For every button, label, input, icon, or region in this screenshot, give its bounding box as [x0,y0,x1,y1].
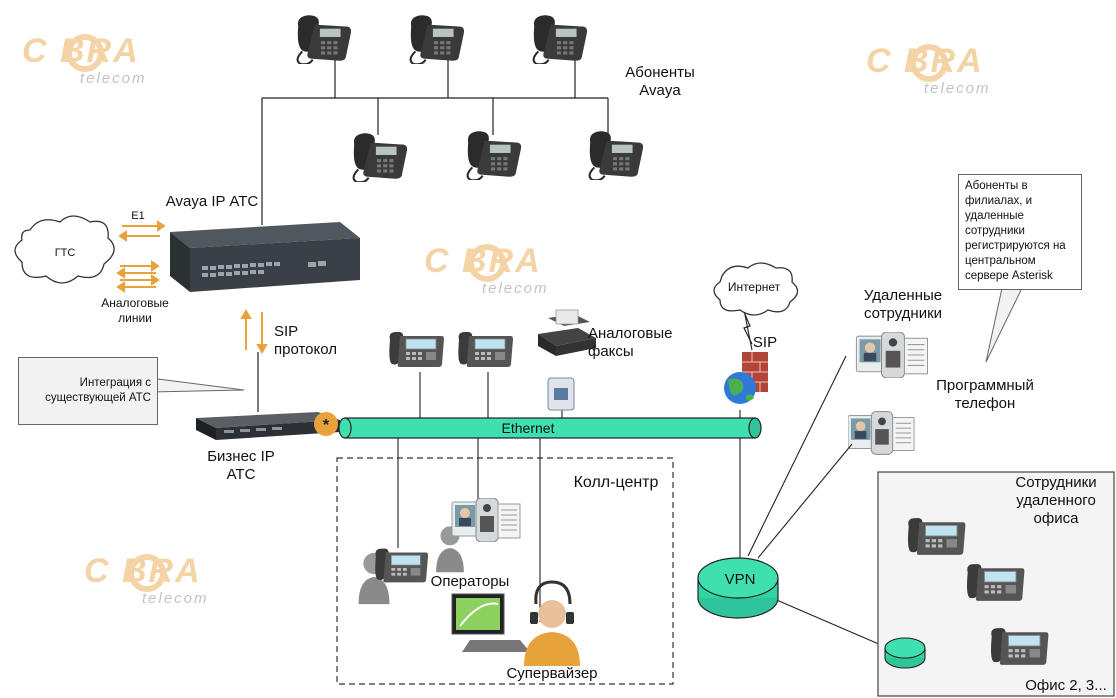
analog-faxes-label: Аналоговые факсы [588,325,688,361]
call-center-box [336,457,674,685]
softphone-label: Программный телефон [928,377,1042,413]
logo-subtext: telecom [80,70,147,87]
remote-office-phone-icon [907,517,966,556]
ip-phone-icon [457,331,514,368]
logo-subtext: telecom [142,590,209,607]
cobra-logo-top-right: C BRA telecom [866,42,1066,102]
cobra-logo-top-left: C BRA telecom [22,32,222,92]
text: ГТС [54,247,76,259]
ethernet-bus-icon [338,417,762,439]
ethernet-links [397,314,753,622]
logo-subtext: telecom [482,280,549,297]
avaya-phone-icon [352,132,409,182]
ethernet-label: Ethernet [502,420,555,436]
avaya-phone-icon [409,14,466,64]
text: Абоненты в филиалах, и удаленные сотрудн… [965,180,1066,282]
supervisor-monitor-icon [451,593,530,652]
remote-office-phone-icon [990,627,1049,666]
text: Программный телефон [936,377,1034,412]
business-pbx-server-icon: * [196,412,340,440]
vpn-router-icon [697,557,779,619]
remote-office-staff-label: Сотрудники удаленного офиса [1002,474,1110,528]
integration-callout: Интеграция с существующей АТС [18,357,158,425]
remote-employees-label: Удаленные сотрудники [850,287,956,323]
analog-lines-arrows [116,260,160,293]
e1-label: E1 [128,210,148,223]
text: SIP протокол [274,323,338,358]
remote-office-phone-icon [966,563,1025,602]
avaya-pbx-icon [170,222,360,292]
avaya-phone-icon [532,14,589,64]
avaya-subscribers-label: Абоненты Avaya [612,64,708,100]
text: Абоненты Avaya [625,64,695,99]
ip-phone-icon [388,331,445,368]
asterisk-icon: * [323,417,330,434]
avaya-pbx-label: Avaya IP АТС [160,193,264,211]
call-center-label: Колл-центр [558,474,674,492]
globe-icon [724,372,756,404]
cobra-logo-center: C BRA telecom [424,242,624,302]
text: Удаленные сотрудники [863,287,943,322]
logo-ring-icon [910,44,948,82]
text: Офис 2, 3... [1025,677,1107,694]
office-n-label: Офис 2, 3... [1018,677,1114,695]
business-pbx-label: Бизнес IP АТС [196,448,286,484]
text: Интернет [727,280,781,294]
text: Интеграция с существующей АТС [45,377,151,404]
avaya-phone-icon [466,130,523,180]
text: Аналоговые факсы [588,325,673,360]
logo-ring-icon [128,554,166,592]
fax-icon [538,309,596,356]
logo-ring-icon [468,244,506,282]
logo-subtext: telecom [924,80,991,97]
text: Операторы [430,573,510,590]
sip-label: SIP [752,334,778,352]
text: SIP [752,334,778,351]
sip-arrows [240,308,268,355]
avaya-phone-icon [296,14,353,64]
pstn-cloud-icon [14,215,115,284]
text: Сотрудники удаленного офиса [1015,474,1097,527]
internet-label: Интернет [718,281,790,294]
sip-protocol-label: SIP протокол [274,323,364,359]
cobra-logo-bottom-left: C BRA telecom [84,552,284,612]
text: Колл-центр [573,474,659,491]
branches-callout: Абоненты в филиалах, и удаленные сотрудн… [958,174,1082,290]
vpn-label: VPN [725,571,756,588]
operators-label: Операторы [420,573,520,591]
text: Avaya IP АТС [165,193,259,210]
internet-cloud-icon [713,262,799,345]
avaya-phone-bus [261,60,609,225]
text: Супервайзер [506,665,598,682]
pstn-label: ГТС [50,247,80,260]
supervisor-person-icon [524,580,580,666]
analog-lines-label: Аналоговые линии [90,296,180,326]
logo-ring-icon [66,34,104,72]
supervisor-label: Супервайзер [498,665,606,683]
softphone-icon [848,411,915,455]
analog-gateway-icon [547,377,575,411]
avaya-phone-icon [588,130,645,180]
remote-office-hub-icon [884,637,926,669]
text: Аналоговые линии [101,296,169,325]
softphone-icon [855,332,929,378]
text: Бизнес IP АТС [207,448,275,483]
e1-arrows [118,220,166,242]
text: E1 [131,210,145,222]
operator-softphone-icon [451,498,521,542]
